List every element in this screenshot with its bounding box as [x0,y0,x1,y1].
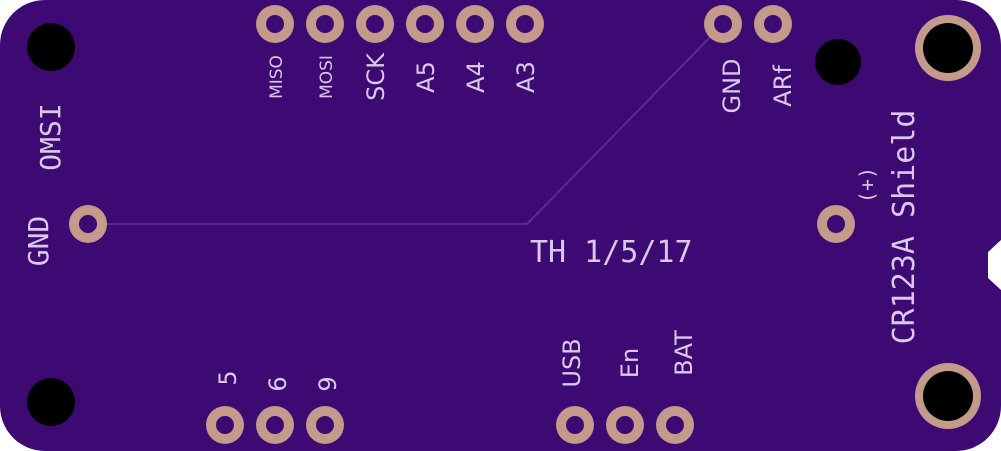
plated-mounting-hole-bottom-right [915,363,981,429]
bottom-left-header [206,406,344,444]
pad-en [606,406,644,444]
bottom-right-header [556,406,694,444]
ground-trace [88,23,724,225]
label-bat: BAT [670,330,698,376]
date-label: TH 1/5/17 [530,235,693,270]
pad-usb [556,406,594,444]
pad-mosi [306,5,344,43]
label-gnd-right: GND [718,58,746,113]
mounting-hole-top-left [27,23,75,71]
label-pin-5: 5 [214,370,242,385]
pad-6 [256,406,294,444]
pad-gnd-right [704,5,742,43]
label-usb: USB [558,338,586,387]
pad-a5 [406,5,444,43]
shield-title: CR123A Shield [887,110,922,345]
label-en: En [616,348,644,378]
label-arf: ARf [769,65,797,107]
label-gnd-left: GND [22,216,55,267]
pad-a3 [506,5,544,43]
pad-5 [206,406,244,444]
pad-sck [356,5,394,43]
label-omsi: OMSI [34,103,67,170]
pad-a4 [456,5,494,43]
label-a5: A5 [412,61,440,93]
right-header [704,5,792,43]
pad-gnd-left [69,205,107,243]
pad-miso [256,5,294,43]
label-mosi: MOSI [317,55,337,99]
mounting-hole-bottom-left [27,378,75,426]
label-pin-6: 6 [264,376,292,391]
pad-bat [656,406,694,444]
label-miso: MISO [267,55,287,99]
pad-battery-positive [817,205,855,243]
top-header [256,5,544,43]
mounting-hole-top-right-inner [815,39,861,85]
shield-polarity-label: (+) [855,167,879,203]
label-a3: A3 [512,61,540,93]
label-pin-9: 9 [314,376,342,391]
label-sck: SCK [362,52,390,101]
plated-mounting-hole-top-right [915,15,981,81]
pad-arf [754,5,792,43]
label-a4: A4 [462,61,490,93]
pad-9 [306,406,344,444]
